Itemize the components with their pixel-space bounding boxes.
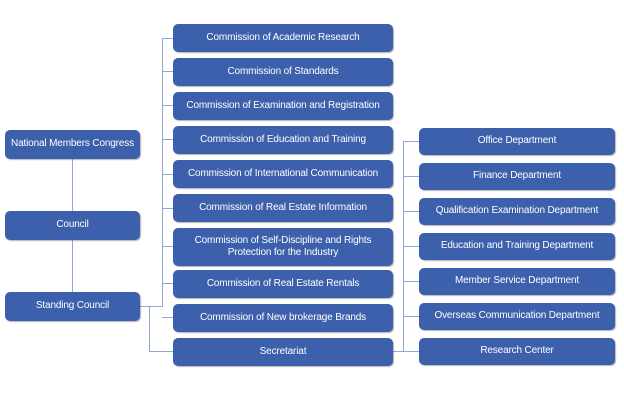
connector-secretariat-trunk [149,306,150,351]
node-label: National Members Congress [11,138,134,150]
connector-commission-stub-6 [162,208,173,209]
node-label: Member Service Department [454,275,580,287]
node-member-service-department[interactable]: Member Service Department [419,268,615,295]
connector-commission-stub-3 [162,105,173,106]
connector-standing-to-trunk [140,306,163,307]
connector-commission-stub-1 [162,38,173,39]
connector-department-stub-6 [403,316,419,317]
node-commission-international-communication[interactable]: Commission of International Communicatio… [173,160,393,188]
node-label: Council [56,219,89,231]
node-label: Secretariat [259,345,307,357]
node-finance-department[interactable]: Finance Department [419,163,615,190]
node-label: Commission of Self-Discipline and Rights… [194,234,372,259]
connector-secretariat-stub [149,351,173,352]
node-commission-new-brokerage-brands[interactable]: Commission of New brokerage Brands [173,304,393,332]
node-label: Overseas Communication Department [434,310,600,322]
node-label: Commission of New brokerage Brands [199,311,367,323]
connector-commission-stub-5 [162,174,173,175]
node-label: Qualification Examination Department [435,205,599,217]
node-commission-academic-research[interactable]: Commission of Academic Research [173,24,393,52]
connector-commission-stub-7 [162,246,173,247]
node-label: Research Center [480,345,554,357]
connector-council-to-standing [72,240,73,292]
connector-department-stub-5 [403,281,419,282]
node-commission-real-estate-rentals[interactable]: Commission of Real Estate Rentals [173,270,393,298]
connector-department-stub-3 [403,211,419,212]
node-label: Commission of Education and Training [200,133,366,145]
node-national-members-congress[interactable]: National Members Congress [5,130,140,159]
node-label: Commission of Standards [227,65,339,77]
node-qualification-examination-department[interactable]: Qualification Examination Department [419,198,615,225]
connector-commission-stub-9 [162,317,173,318]
connector-commission-trunk [162,38,163,307]
node-label: Commission of Examination and Registrati… [186,99,380,111]
node-council[interactable]: Council [5,211,140,240]
connector-department-stub-2 [403,176,419,177]
connector-department-stub-7 [403,351,419,352]
connector-department-stub-4 [403,246,419,247]
node-label: Commission of Real Estate Information [199,201,367,213]
node-commission-standards[interactable]: Commission of Standards [173,58,393,86]
node-label: Standing Council [35,300,110,312]
node-education-training-department[interactable]: Education and Training Department [419,233,615,260]
node-commission-real-estate-information[interactable]: Commission of Real Estate Information [173,194,393,222]
connector-commission-stub-4 [162,139,173,140]
connector-commission-stub-2 [162,71,173,72]
connector-department-stub-1 [403,141,419,142]
node-label: Office Department [477,135,557,147]
node-research-center[interactable]: Research Center [419,338,615,365]
node-commission-examination-registration[interactable]: Commission of Examination and Registrati… [173,92,393,120]
node-label: Commission of Real Estate Rentals [206,277,360,289]
node-office-department[interactable]: Office Department [419,128,615,155]
node-overseas-communication-department[interactable]: Overseas Communication Department [419,303,615,330]
node-label: Commission of International Communicatio… [187,167,379,179]
node-commission-education-training[interactable]: Commission of Education and Training [173,126,393,154]
node-standing-council[interactable]: Standing Council [5,292,140,321]
connector-commission-stub-8 [162,283,173,284]
node-label: Finance Department [473,170,561,182]
node-commission-self-discipline-rights-protection[interactable]: Commission of Self-Discipline and Rights… [173,228,393,266]
node-label: Commission of Academic Research [206,31,360,43]
node-secretariat[interactable]: Secretariat [173,338,393,366]
connector-congress-to-council [72,159,73,211]
node-label: Education and Training Department [440,240,594,252]
